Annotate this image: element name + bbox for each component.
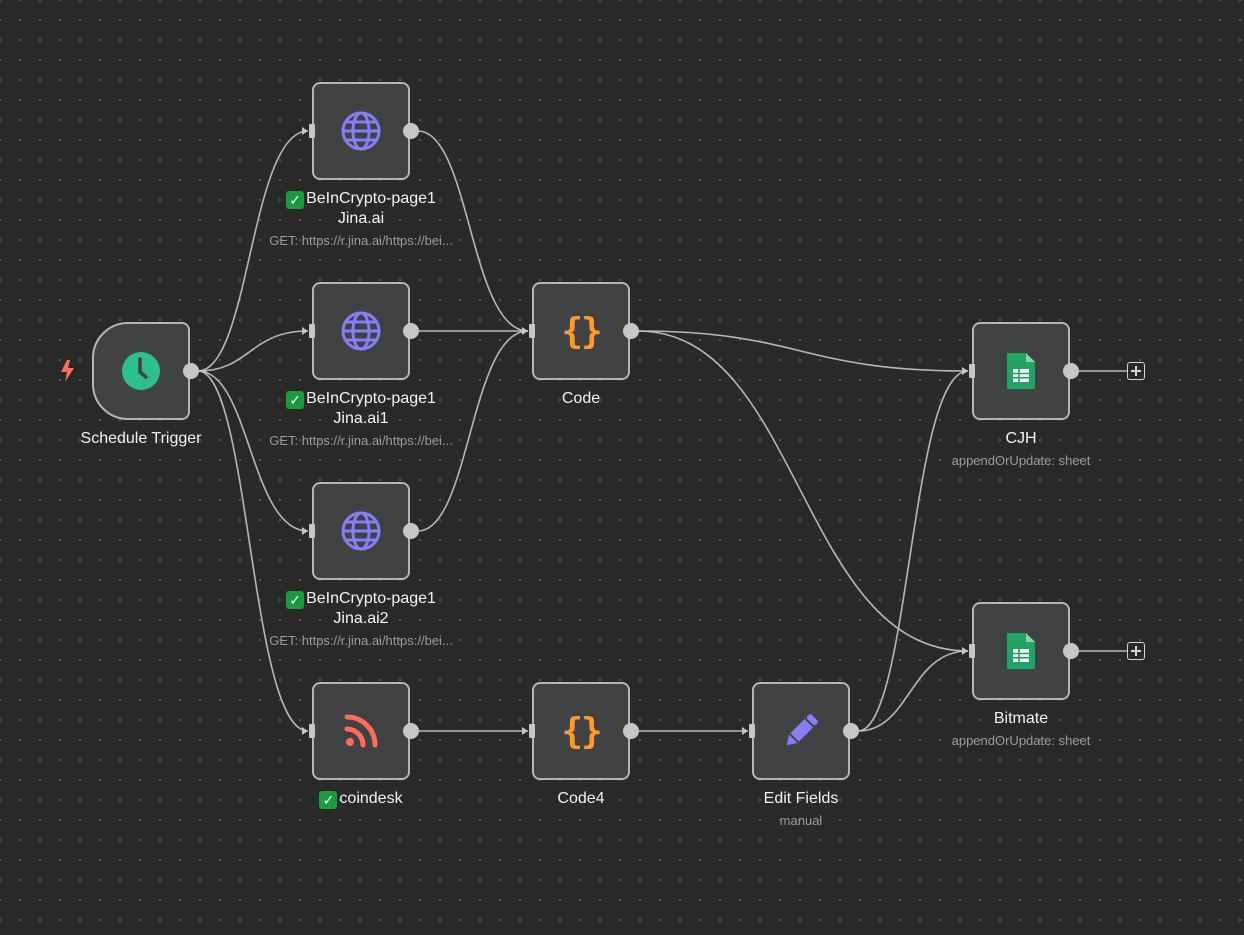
output-handle[interactable] bbox=[403, 323, 419, 339]
google-sheets-node-bitmate[interactable] bbox=[972, 602, 1070, 700]
code4-node[interactable]: {} bbox=[532, 682, 630, 780]
output-handle[interactable] bbox=[1063, 643, 1079, 659]
edit-fields-node[interactable] bbox=[752, 682, 850, 780]
google-sheets-icon bbox=[1007, 353, 1035, 389]
http-request-node-jina-3[interactable] bbox=[312, 482, 410, 580]
edit-fields-subtitle: manual bbox=[779, 813, 823, 828]
connection-trigger-jina3 bbox=[197, 370, 309, 532]
google-sheets-icon bbox=[1007, 633, 1035, 669]
jina-2-subtitle: GET: https://r.jina.ai/https://bei... bbox=[269, 433, 453, 448]
google-sheets-node-cjh[interactable] bbox=[972, 322, 1070, 420]
globe-icon bbox=[341, 311, 381, 351]
success-check-icon: ✓ bbox=[286, 591, 305, 609]
pencil-icon bbox=[786, 714, 818, 746]
success-check-icon: ✓ bbox=[319, 791, 338, 809]
success-check-icon: ✓ bbox=[286, 391, 305, 409]
input-handle[interactable] bbox=[969, 364, 975, 378]
output-handle[interactable] bbox=[623, 323, 639, 339]
input-handle[interactable] bbox=[749, 724, 755, 738]
schedule-trigger-node[interactable] bbox=[92, 322, 190, 420]
clock-icon bbox=[122, 352, 160, 390]
bitmate-label: Bitmate bbox=[993, 710, 1049, 727]
input-handle[interactable] bbox=[309, 524, 315, 538]
rss-icon bbox=[344, 714, 378, 748]
add-node-button[interactable] bbox=[1127, 642, 1145, 660]
connection-trigger-jina1 bbox=[197, 130, 309, 372]
output-handle[interactable] bbox=[1063, 363, 1079, 379]
success-check-icon: ✓ bbox=[286, 191, 305, 209]
input-handle[interactable] bbox=[309, 124, 315, 138]
input-handle[interactable] bbox=[309, 724, 315, 738]
code-braces-icon: {} bbox=[561, 710, 602, 752]
lightning-icon bbox=[61, 360, 74, 382]
globe-icon bbox=[341, 511, 381, 551]
rss-node-coindesk[interactable] bbox=[312, 682, 410, 780]
http-request-node-jina-2[interactable] bbox=[312, 282, 410, 380]
output-handle[interactable] bbox=[843, 723, 859, 739]
output-handle[interactable] bbox=[403, 523, 419, 539]
code-label: Code bbox=[561, 390, 601, 407]
schedule-trigger-label: Schedule Trigger bbox=[80, 430, 202, 447]
code-node[interactable]: {} bbox=[532, 282, 630, 380]
input-handle[interactable] bbox=[309, 324, 315, 338]
input-handle[interactable] bbox=[529, 324, 535, 338]
globe-icon bbox=[341, 111, 381, 151]
code4-label: Code4 bbox=[557, 790, 605, 807]
connection-jina1-code bbox=[417, 130, 529, 332]
http-request-node-jina-1[interactable] bbox=[312, 82, 410, 180]
connection-trigger-jina2 bbox=[197, 330, 309, 372]
input-handle[interactable] bbox=[969, 644, 975, 658]
output-handle[interactable] bbox=[403, 723, 419, 739]
coindesk-label: ✓coindesk bbox=[241, 789, 481, 809]
connection-code-cjh bbox=[637, 330, 969, 372]
cjh-label: CJH bbox=[1005, 430, 1037, 447]
connection-editfields-cjh bbox=[857, 370, 969, 732]
input-handle[interactable] bbox=[529, 724, 535, 738]
connection-code-bitmate bbox=[637, 330, 969, 652]
connection-editfields-bitmate bbox=[857, 650, 969, 732]
connection-trigger-coindesk bbox=[197, 370, 309, 732]
jina-3-subtitle: GET: https://r.jina.ai/https://bei... bbox=[269, 633, 453, 648]
add-node-button[interactable] bbox=[1127, 362, 1145, 380]
bitmate-subtitle: appendOrUpdate: sheet bbox=[951, 733, 1091, 748]
output-handle[interactable] bbox=[623, 723, 639, 739]
output-handle[interactable] bbox=[183, 363, 199, 379]
cjh-subtitle: appendOrUpdate: sheet bbox=[951, 453, 1091, 468]
jina-1-subtitle: GET: https://r.jina.ai/https://bei... bbox=[269, 233, 453, 248]
edit-fields-label: Edit Fields bbox=[763, 790, 839, 807]
output-handle[interactable] bbox=[403, 123, 419, 139]
connection-jina3-code bbox=[417, 330, 529, 532]
code-braces-icon: {} bbox=[561, 310, 602, 352]
